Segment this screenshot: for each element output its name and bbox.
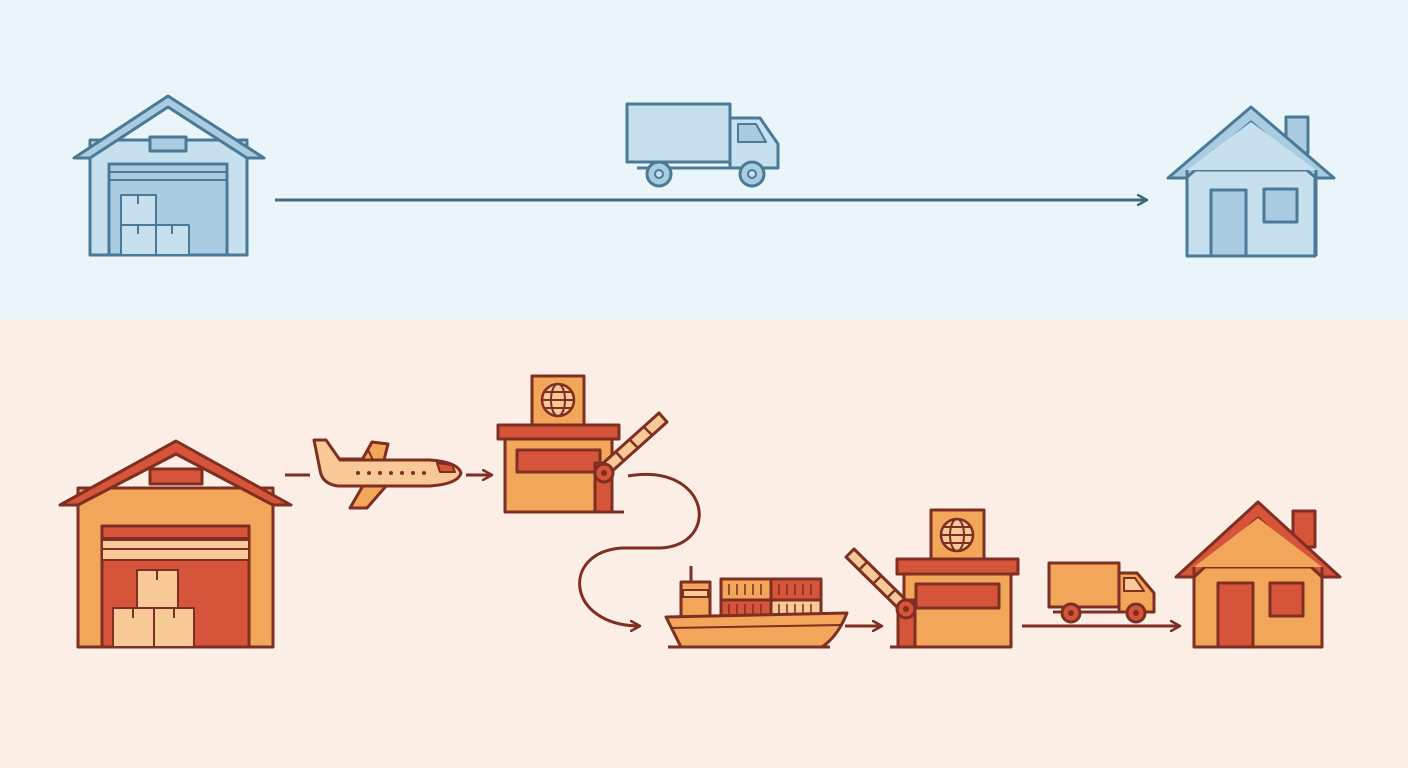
international-airplane-icon [312,438,463,510]
domestic-truck-icon [625,102,780,188]
international-warehouse-icon [58,439,293,649]
import-customs-checkpoint-icon [844,508,1020,649]
international-truck-icon [1047,561,1156,624]
domestic-warehouse-icon [72,94,266,257]
international-cargo-ship-icon [664,566,849,649]
domestic-house-icon [1166,105,1336,258]
export-customs-checkpoint-icon [496,374,669,514]
customs-to-ship-route [578,472,701,626]
international-house-icon [1174,500,1342,649]
